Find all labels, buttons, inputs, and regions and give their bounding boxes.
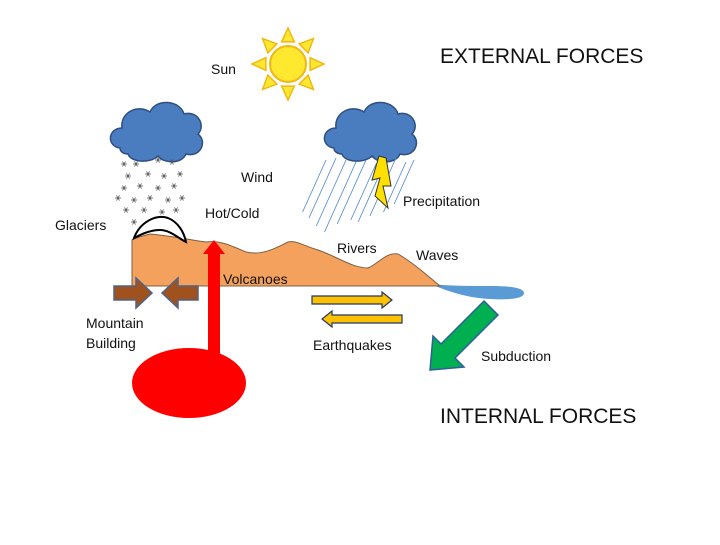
snowflake-icon <box>165 197 171 203</box>
sun-rays <box>250 26 326 102</box>
external-forces-title: EXTERNAL FORCES <box>440 45 644 68</box>
snowflake-icon <box>147 195 153 201</box>
sun-ray <box>280 85 296 102</box>
sun-ray <box>261 73 279 91</box>
glaciers-label: Glaciers <box>55 217 107 233</box>
snowflakes <box>115 157 185 227</box>
lightning-icon <box>371 155 392 210</box>
hot-cold-label: Hot/Cold <box>205 205 260 221</box>
snowflake-icon <box>155 157 161 163</box>
sun-ray <box>261 37 279 55</box>
snowflake-icon <box>159 209 165 215</box>
mountain-push-arrow-left <box>113 276 154 310</box>
precipitation-label: Precipitation <box>403 193 481 209</box>
fault-arrow-right <box>311 290 393 310</box>
snowflake-icon <box>137 183 143 189</box>
rain-line <box>324 161 357 233</box>
sun-ray <box>280 26 296 43</box>
rain-line <box>393 159 415 205</box>
mountain-push-arrow-right <box>160 276 199 310</box>
snowflake-icon <box>125 173 131 179</box>
sun-ray <box>297 37 315 55</box>
magma-chamber <box>132 348 246 418</box>
snowflake-icon <box>177 171 183 177</box>
volcano-arrow <box>203 240 225 362</box>
glacier-cap <box>132 216 188 244</box>
sun-ray <box>297 73 315 91</box>
rain-line <box>302 159 327 213</box>
snowflake-icon <box>121 185 127 191</box>
rain-cloud-shape <box>323 101 418 163</box>
sun-ray <box>309 56 326 72</box>
snow-cloud-shape <box>109 101 204 163</box>
mountain-building-label: Mountain Building <box>86 315 144 351</box>
sun-icon <box>250 26 326 102</box>
snowflake-icon <box>131 219 137 225</box>
fault-arrow-left <box>321 309 403 329</box>
snowflake-icon <box>123 207 129 213</box>
waves-label: Waves <box>416 247 459 263</box>
snow-cloud-icon <box>109 101 204 163</box>
internal-forces-title: INTERNAL FORCES <box>440 405 637 428</box>
snowflake-icon <box>171 183 177 189</box>
snowflake-icon <box>133 161 139 167</box>
subduction-label: Subduction <box>481 348 552 364</box>
earthquakes-label: Earthquakes <box>313 337 392 353</box>
ocean-water <box>430 284 524 300</box>
sun-disc <box>269 45 307 83</box>
rain-cloud-icon <box>323 101 418 163</box>
rain-lines <box>302 157 415 233</box>
snowflake-icon <box>121 161 127 167</box>
subduction-arrow <box>429 299 500 371</box>
snowflake-icon <box>169 159 175 165</box>
wind-label: Wind <box>241 169 273 185</box>
rain-line <box>308 157 337 219</box>
snowflake-icon <box>155 185 161 191</box>
rain-line <box>350 163 377 221</box>
sun-ray <box>250 56 267 72</box>
snowflake-icon <box>141 207 147 213</box>
rivers-label: Rivers <box>337 240 377 256</box>
snowflake-icon <box>179 195 185 201</box>
sun-label: Sun <box>211 61 236 77</box>
snowflake-icon <box>145 171 151 177</box>
rain-line <box>336 159 367 225</box>
snowflake-icon <box>115 195 121 201</box>
snowflake-icon <box>173 207 179 213</box>
rain-line <box>315 159 347 227</box>
snowflake-icon <box>161 173 167 179</box>
volcanoes-label: Volcanoes <box>223 271 288 287</box>
snowflake-icon <box>131 197 137 203</box>
